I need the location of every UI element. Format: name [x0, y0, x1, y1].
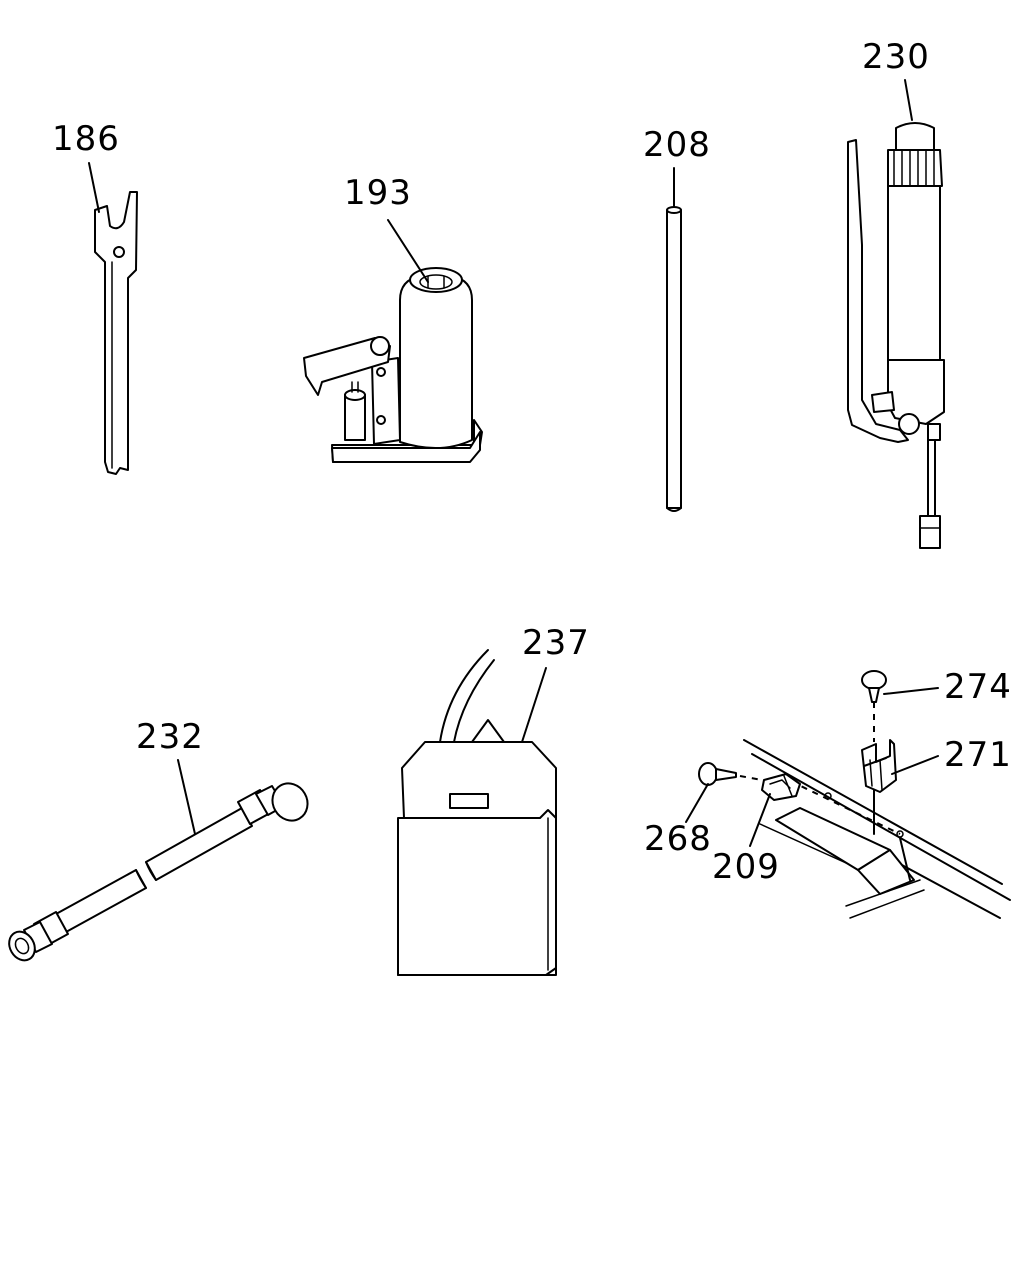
leader-274	[883, 687, 939, 695]
label-186: 186	[52, 119, 120, 159]
part-193-bottle-jack	[303, 267, 483, 463]
label-230: 230	[862, 37, 930, 77]
label-208: 208	[643, 125, 711, 165]
leader-209	[749, 793, 771, 847]
leader-271	[891, 755, 939, 775]
leader-237	[521, 667, 547, 743]
part-230-grease-gun	[847, 122, 945, 549]
leader-186	[88, 162, 100, 213]
leader-268	[685, 783, 709, 823]
label-237: 237	[522, 623, 590, 663]
label-268: 268	[644, 819, 712, 859]
part-237-tool-bag	[397, 649, 557, 976]
label-274: 274	[944, 667, 1012, 707]
label-209: 209	[712, 847, 780, 887]
leader-232	[177, 759, 196, 835]
part-bracket-assembly	[743, 702, 1011, 919]
part-208-bar	[666, 206, 682, 512]
part-209-clamp	[761, 773, 801, 801]
leader-230	[904, 79, 913, 121]
part-268-screw	[698, 762, 763, 786]
part-274-screw	[861, 670, 887, 703]
label-271: 271	[944, 735, 1012, 775]
leader-193	[387, 219, 429, 283]
label-193: 193	[344, 173, 412, 213]
part-232-hose	[8, 782, 309, 962]
part-186-wrench	[94, 191, 138, 475]
part-271-clip	[861, 739, 897, 793]
label-232: 232	[136, 717, 204, 757]
